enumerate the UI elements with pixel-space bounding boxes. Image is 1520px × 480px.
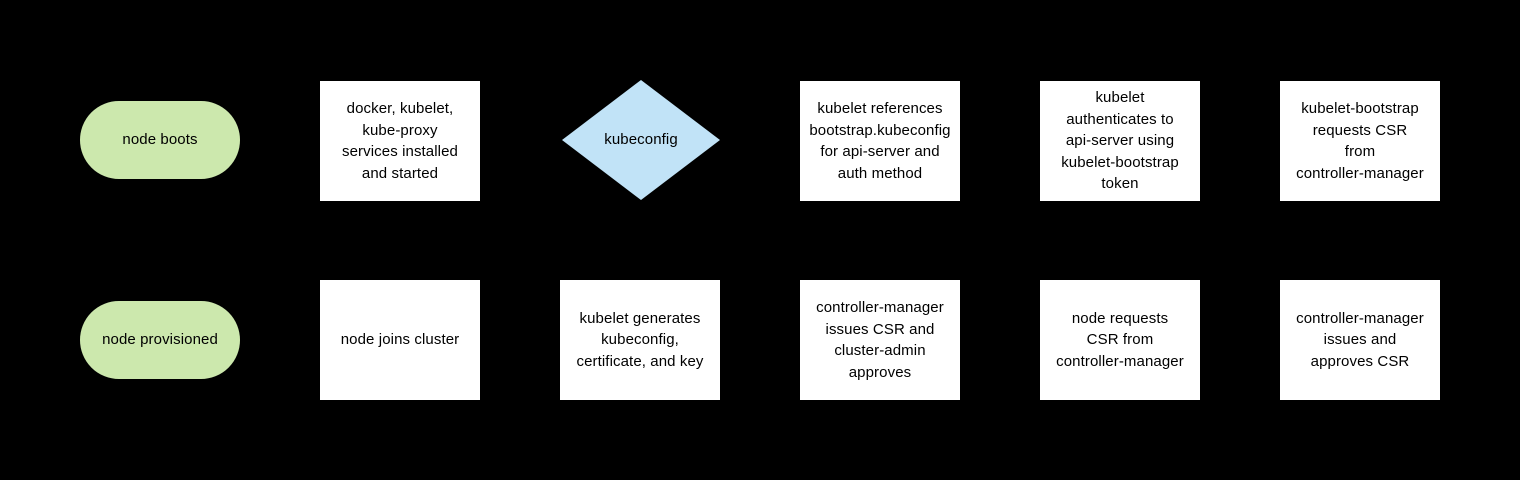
flow-node-label-node-joins-cluster: node joins cluster (340, 331, 460, 349)
flow-node-kubelet-generates-kubeconfig: kubelet generates kubeconfig, certificat… (560, 280, 720, 400)
flow-node-controller-manager-approves-csr: controller-manager issues and approves C… (1280, 280, 1440, 400)
flow-node-label-node-requests-csr: node requests CSR from controller-manage… (1056, 309, 1184, 370)
flow-node-label-kubeconfig: kubeconfig (604, 131, 678, 149)
flow-node-kubelet-authenticates: kubelet authenticates to api-server usin… (1040, 81, 1200, 201)
flow-node-node-joins-cluster: node joins cluster (320, 280, 480, 400)
flow-node-node-provisioned: node provisioned (80, 301, 240, 379)
flow-node-controller-manager-issues-csr: controller-manager issues CSR and cluste… (800, 280, 960, 400)
flow-node-label-kubelet-generates-kubeconfig: kubelet generates kubeconfig, certificat… (576, 309, 704, 370)
flow-node-label-services-installed: docker, kubelet, kube-proxy services ins… (341, 100, 458, 182)
flow-node-label-controller-manager-issues-csr: controller-manager issues CSR and cluste… (816, 299, 944, 381)
flow-node-kubelet-bootstrap-requests-csr: kubelet-bootstrap requests CSR from cont… (1280, 81, 1440, 201)
flow-node-label-kubelet-authenticates: kubelet authenticates to api-server usin… (1061, 89, 1179, 193)
flow-node-kubeconfig: kubeconfig (562, 80, 720, 200)
flow-node-label-node-provisioned: node provisioned (102, 331, 218, 349)
flow-node-node-boots: node boots (80, 101, 240, 179)
flow-node-label-kubelet-bootstrap-requests-csr: kubelet-bootstrap requests CSR from cont… (1296, 100, 1424, 182)
flow-node-label-node-boots: node boots (122, 131, 198, 149)
flow-node-node-requests-csr: node requests CSR from controller-manage… (1040, 280, 1200, 400)
flow-node-services-installed: docker, kubelet, kube-proxy services ins… (320, 81, 480, 201)
flow-node-label-controller-manager-approves-csr: controller-manager issues and approves C… (1296, 309, 1424, 370)
flow-node-kubelet-references-bootstrap: kubelet references bootstrap.kubeconfig … (800, 81, 960, 201)
flow-node-label-kubelet-references-bootstrap: kubelet references bootstrap.kubeconfig … (809, 100, 951, 182)
